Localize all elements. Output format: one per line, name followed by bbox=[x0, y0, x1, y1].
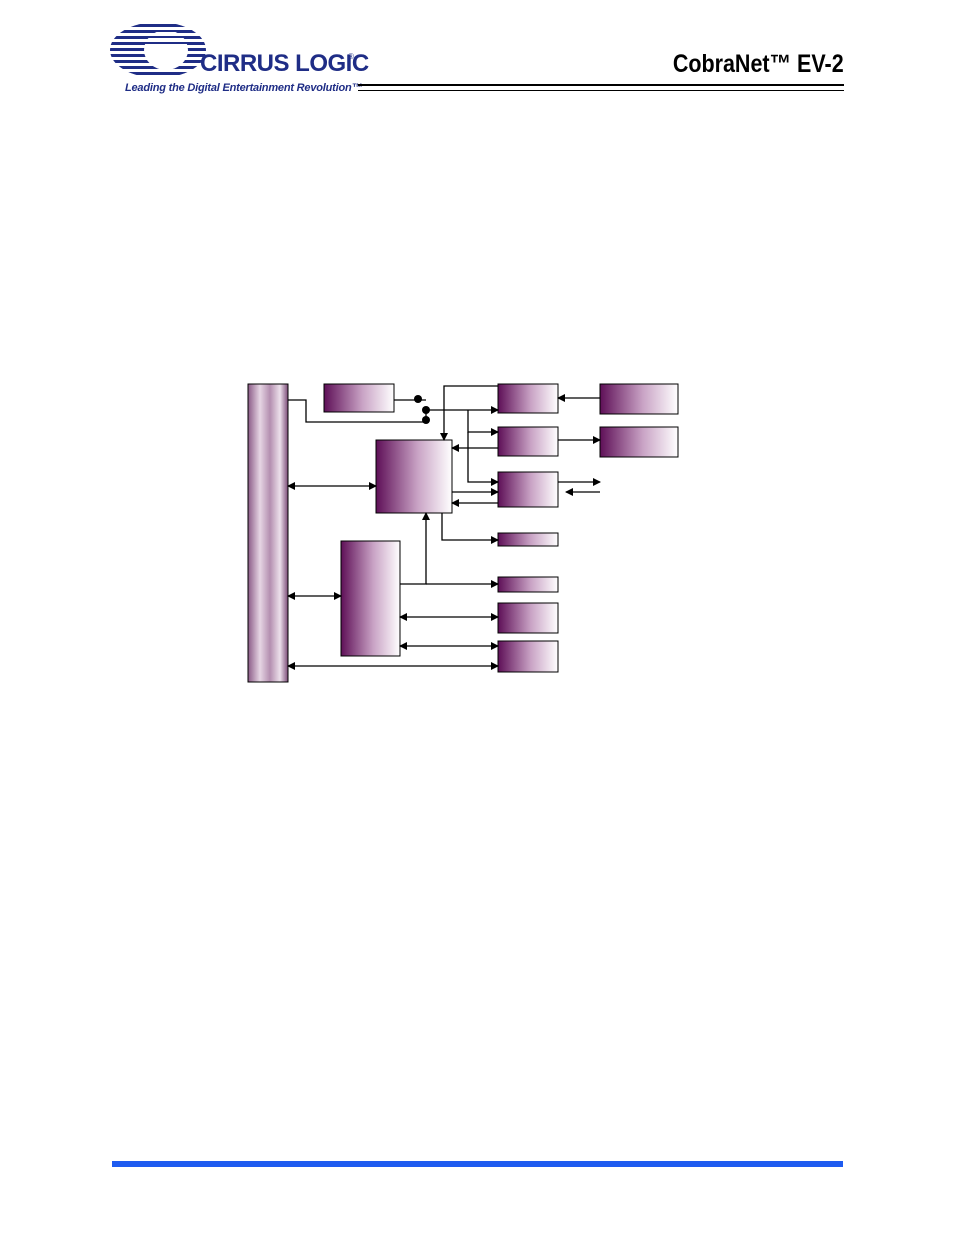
junction-dot-1 bbox=[414, 395, 422, 403]
footer-rule bbox=[112, 1161, 843, 1167]
line-to-right2 bbox=[467, 410, 499, 436]
block-right-6 bbox=[497, 602, 559, 634]
document-title: CobraNet™ EV-2 bbox=[673, 50, 844, 78]
system-bus bbox=[247, 383, 289, 683]
header-rule-thin bbox=[358, 90, 844, 91]
line-top-feed bbox=[443, 385, 498, 410]
block-right-2 bbox=[497, 426, 559, 457]
line-proc-right4 bbox=[441, 513, 499, 544]
block-memory bbox=[340, 540, 401, 657]
logo-globe-icon bbox=[110, 24, 206, 75]
block-processor bbox=[375, 439, 453, 514]
logo-wordmark: CIRRUS LOGIC bbox=[200, 50, 369, 77]
block-top bbox=[323, 383, 395, 413]
line-to-right3 bbox=[467, 432, 499, 486]
line-memory-processor bbox=[400, 512, 430, 585]
junction-dot-2 bbox=[422, 406, 430, 414]
block-right-5 bbox=[497, 576, 559, 593]
block-far-right-1 bbox=[599, 383, 679, 415]
header-rule-thick bbox=[358, 84, 844, 86]
junction-dot-3 bbox=[422, 416, 430, 424]
block-far-right-2 bbox=[599, 426, 679, 458]
block-right-4 bbox=[497, 532, 559, 547]
block-right-7 bbox=[497, 640, 559, 673]
block-diagram bbox=[247, 383, 679, 683]
logo-registered-mark: ® bbox=[348, 52, 354, 61]
logo-tagline: Leading the Digital Entertainment Revolu… bbox=[125, 82, 363, 94]
block-right-3 bbox=[497, 471, 559, 508]
block-right-1 bbox=[497, 383, 559, 414]
cirrus-logic-logo: CIRRUS LOGIC ® Leading the Digital Enter… bbox=[108, 20, 369, 100]
